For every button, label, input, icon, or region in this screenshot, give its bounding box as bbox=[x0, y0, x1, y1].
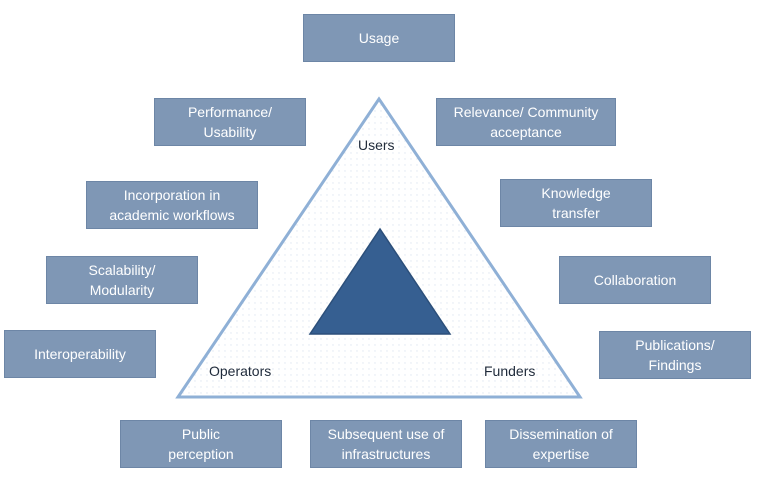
box-scalability-label: Scalability/ Modularity bbox=[88, 262, 156, 298]
box-incorporation: Incorporation in academic workflows bbox=[86, 181, 258, 229]
corner-label-funders: Funders bbox=[484, 363, 536, 379]
box-interoperability-label: Interoperability bbox=[34, 346, 126, 362]
box-performance-label: Performance/ Usability bbox=[187, 104, 273, 140]
box-public-perception-label: Public perception bbox=[168, 426, 234, 462]
box-scalability: Scalability/ Modularity bbox=[46, 256, 198, 304]
box-subsequent-use: Subsequent use of infrastructures bbox=[310, 420, 462, 468]
box-collaboration-label: Collaboration bbox=[593, 272, 677, 288]
box-relevance: Relevance/ Community acceptance bbox=[436, 98, 616, 146]
corner-label-operators: Operators bbox=[209, 363, 272, 379]
box-knowledge-label: Knowledge transfer bbox=[541, 185, 611, 221]
box-publications-label: Publications/ Findings bbox=[635, 337, 715, 373]
box-public-perception: Public perception bbox=[120, 420, 282, 468]
corner-label-users: Users bbox=[358, 137, 395, 153]
box-incorporation-label: Incorporation in academic workflows bbox=[109, 187, 235, 223]
box-usage: Usage bbox=[303, 14, 455, 62]
box-usage-label: Usage bbox=[358, 30, 400, 46]
box-collaboration: Collaboration bbox=[559, 256, 711, 304]
box-subsequent-use-label: Subsequent use of infrastructures bbox=[327, 426, 445, 462]
inner-triangle bbox=[308, 227, 452, 335]
box-performance: Performance/ Usability bbox=[154, 98, 306, 146]
box-dissemination-label: Dissemination of expertise bbox=[509, 426, 613, 462]
box-dissemination: Dissemination of expertise bbox=[485, 420, 637, 468]
box-interoperability: Interoperability bbox=[4, 330, 156, 378]
box-publications: Publications/ Findings bbox=[599, 331, 751, 379]
box-relevance-label: Relevance/ Community acceptance bbox=[453, 104, 599, 140]
box-knowledge: Knowledge transfer bbox=[500, 179, 652, 227]
